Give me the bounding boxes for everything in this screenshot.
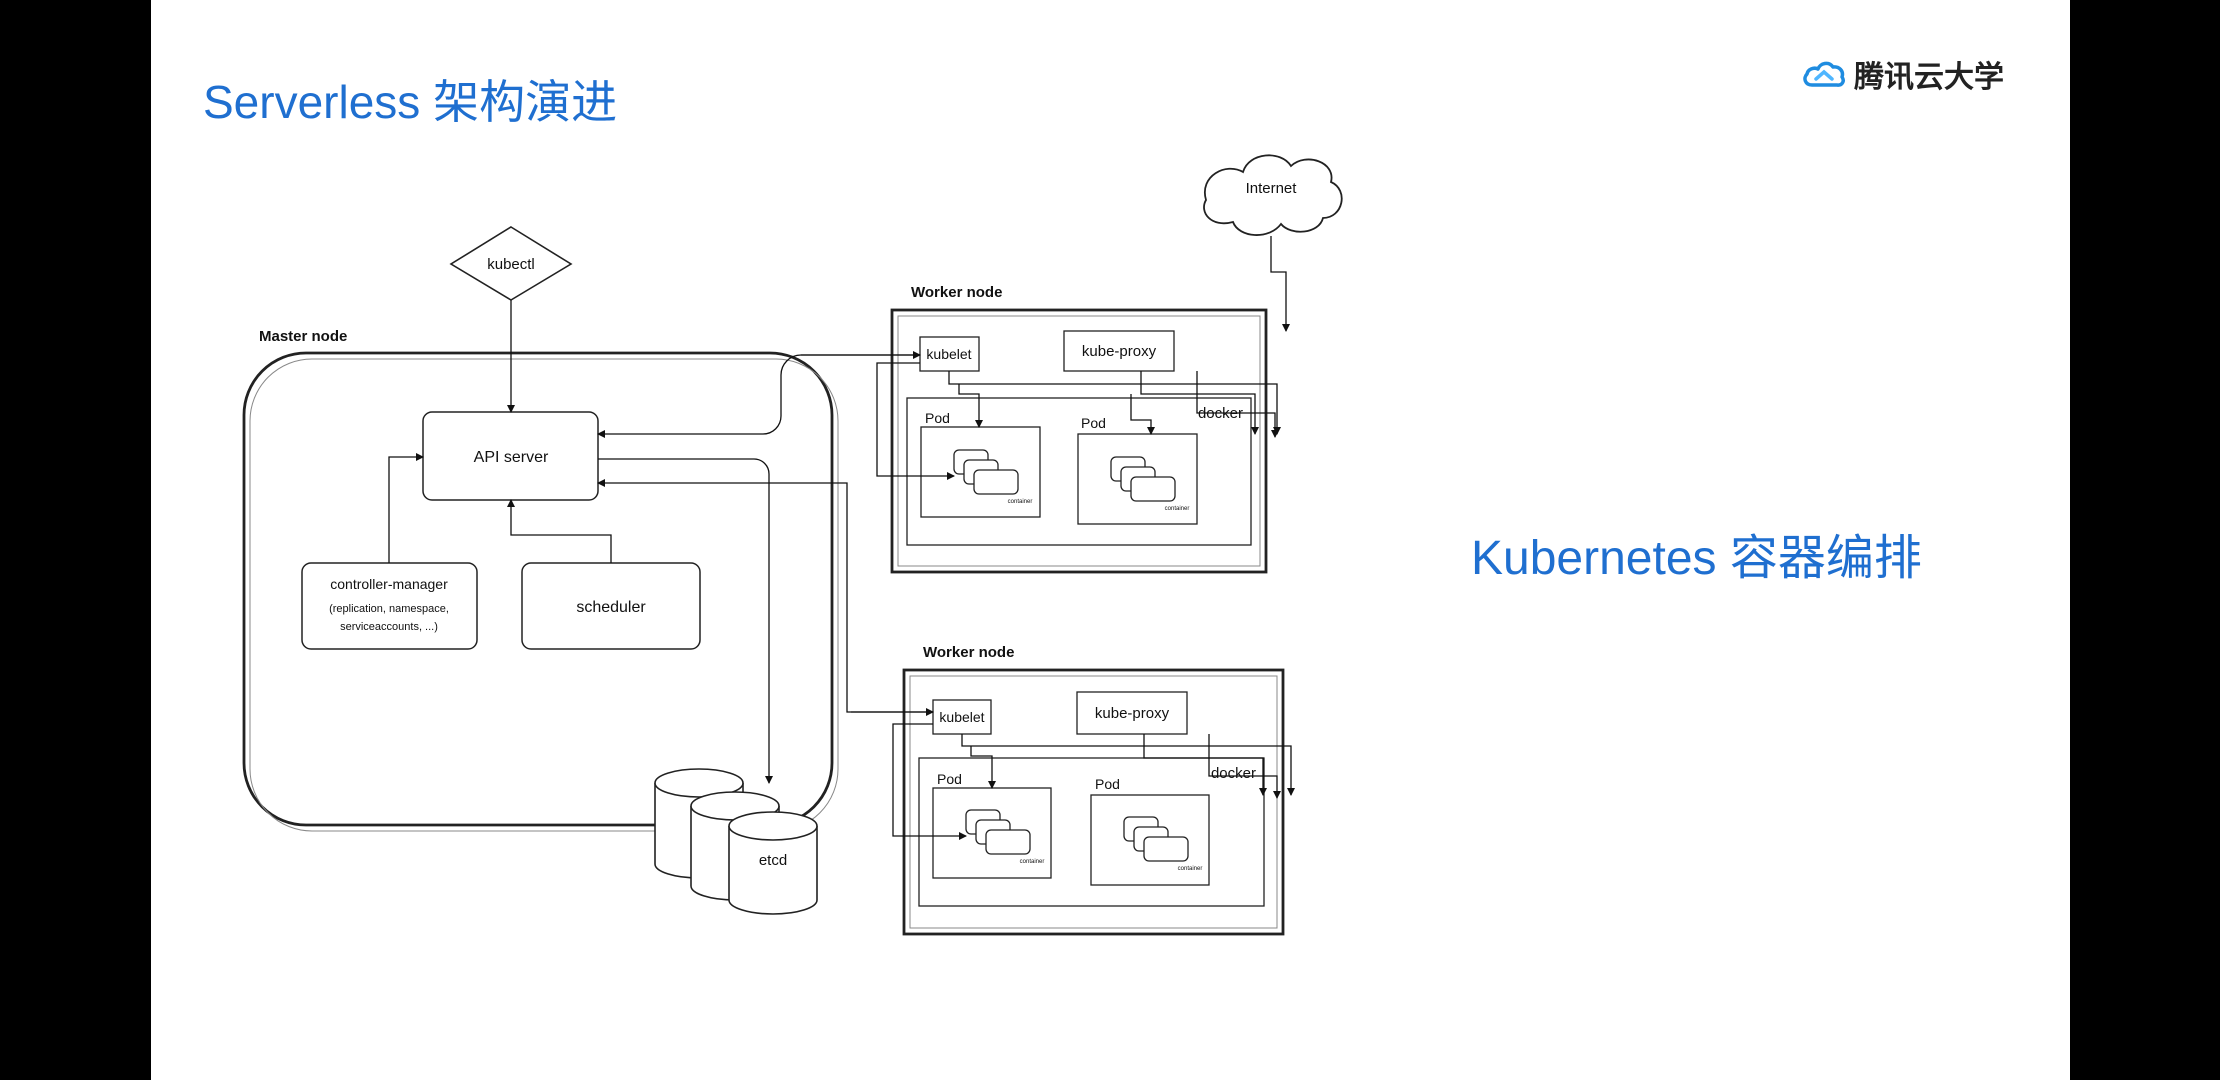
controller-manager-sub1: (replication, namespace, (329, 603, 449, 615)
worker-node-1-title: Worker node (911, 284, 1002, 301)
worker1-pod-a-container: container (1008, 499, 1033, 505)
worker2-pod-a-container: container (1020, 859, 1045, 865)
controller-manager: controller-manager (replication, namespa… (301, 562, 478, 650)
worker1-kubelet-label: kubelet (926, 346, 971, 362)
worker2-pod-a-label: Pod (937, 771, 962, 787)
kubectl-label: kubectl (487, 256, 535, 273)
controller-manager-sub2: serviceaccounts, ...) (340, 621, 438, 633)
worker1-pod-b-container: container (1165, 506, 1190, 512)
controller-manager-label: controller-manager (330, 576, 448, 592)
worker2-kubelet-label: kubelet (939, 709, 984, 725)
tencent-cloud-university-logo: 腾讯云大学 (1802, 52, 2004, 96)
internet-label: Internet (1246, 180, 1298, 197)
worker1-kube-proxy-label: kube-proxy (1082, 343, 1157, 360)
worker-node-2-title: Worker node (923, 644, 1014, 661)
scheduler-label: scheduler (576, 599, 646, 616)
cloud-logo-icon (1803, 61, 1845, 87)
worker2-kube-proxy-label: kube-proxy (1095, 705, 1170, 722)
worker-node-2: Worker node kubelet kube-proxy docker Po… (902, 644, 1285, 936)
internet-cloud: Internet (1203, 154, 1343, 236)
worker2-pod-b-container: container (1178, 866, 1203, 872)
worker-node-1: Worker node kubelet kube-proxy docker Po… (890, 284, 1268, 574)
worker2-docker-label: docker (1211, 765, 1256, 782)
api-server: API server (422, 411, 599, 501)
slide-title: Serverless 架构演进 (203, 76, 618, 128)
kubernetes-label: Kubernetes 容器编排 (1471, 532, 1922, 585)
connectors (388, 236, 1295, 840)
worker1-pod-a-label: Pod (925, 410, 950, 426)
kubectl-node: kubectl (449, 226, 573, 301)
master-node: Master node (242, 328, 839, 832)
api-server-label: API server (474, 449, 549, 466)
kubernetes-architecture-diagram: Internet kubectl Master node API server … (242, 154, 1343, 936)
etcd-label: etcd (759, 852, 787, 869)
worker2-pod-b-label: Pod (1095, 776, 1120, 792)
slide: Serverless 架构演进 腾讯云大学 Kubernetes 容器编排 In… (151, 0, 2070, 1080)
master-node-title: Master node (259, 328, 347, 345)
etcd-store: etcd (654, 768, 818, 915)
logo-text: 腾讯云大学 (1854, 60, 2004, 95)
worker1-pod-b-label: Pod (1081, 415, 1106, 431)
scheduler: scheduler (521, 562, 701, 650)
